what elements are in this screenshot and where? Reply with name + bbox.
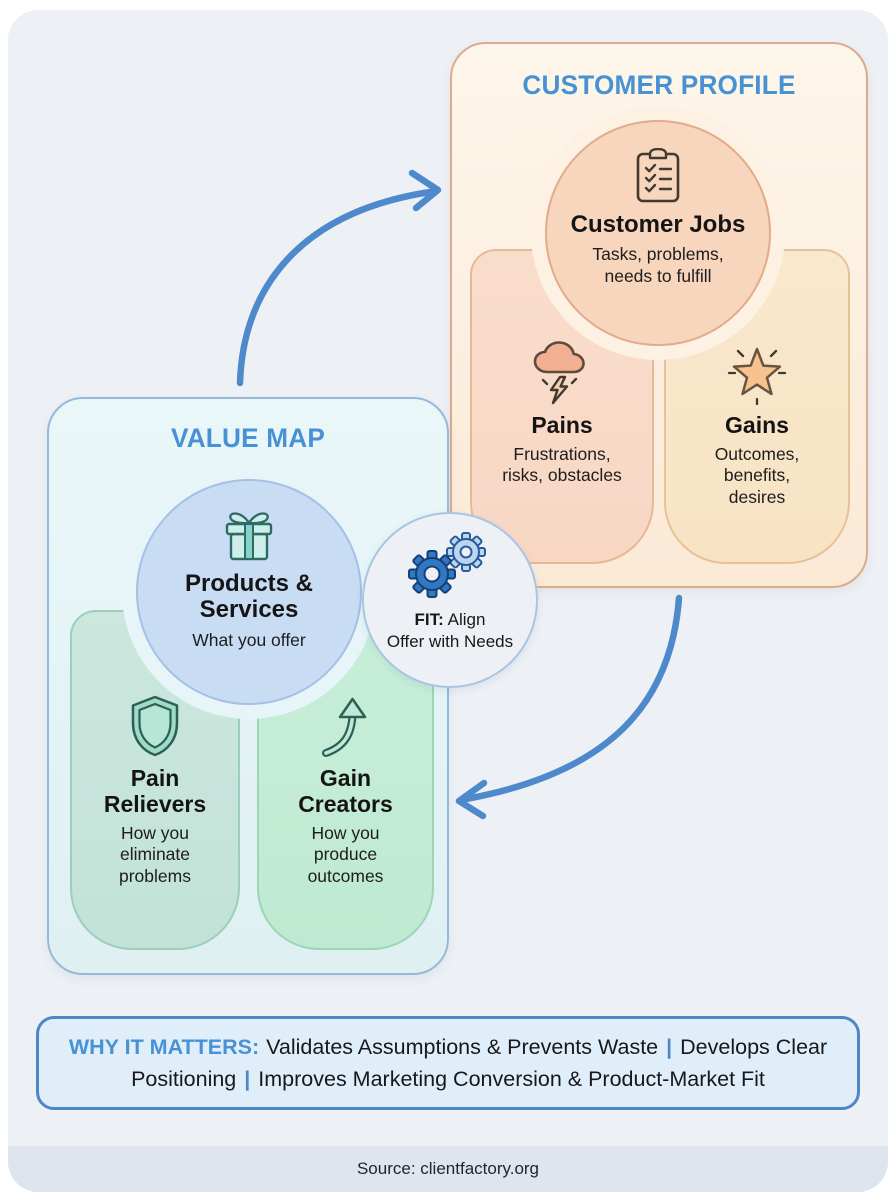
gains-desc: Outcomes, benefits, desires (714, 443, 800, 508)
why-lead: WHY IT MATTERS: (68, 1034, 260, 1059)
separator-pipe: | (244, 1067, 251, 1091)
fit-label: FIT: Align Offer with Needs (386, 610, 514, 651)
customer-jobs-title: Customer Jobs (570, 211, 746, 238)
gears-icon (402, 530, 498, 607)
customer-profile-card: CUSTOMER PROFILE Pains Frustrations, ris… (450, 42, 868, 588)
pains-desc: Frustrations, risks, obstacles (502, 443, 622, 486)
source-text: Source: clientfactory.org (356, 1159, 540, 1178)
customer-profile-title: CUSTOMER PROFILE (522, 70, 796, 100)
products-services-title: Products & Services (184, 570, 313, 624)
pain-relievers-desc: How you eliminate problems (119, 822, 191, 886)
gain-creators-title: Gain Creators (298, 765, 393, 817)
gift-icon (220, 507, 278, 563)
gains-title: Gains (725, 412, 789, 438)
customer-jobs-circle: Customer Jobs Tasks, problems, needs to … (545, 120, 771, 346)
storm-cloud-icon (530, 341, 594, 405)
why-it-matters-box: WHY IT MATTERS:Validates Assumptions & P… (36, 1016, 860, 1110)
pains-title: Pains (531, 412, 593, 438)
separator-pipe: | (666, 1034, 673, 1059)
products-services-circle: Products & Services What you offer (136, 479, 362, 705)
fit-circle: FIT: Align Offer with Needs (362, 512, 538, 688)
pain-relievers-title: Pain Relievers (103, 765, 207, 817)
why-it-matters-text: WHY IT MATTERS:Validates Assumptions & P… (68, 1034, 828, 1091)
curved-up-arrow-icon (318, 694, 374, 758)
shield-icon (125, 694, 185, 758)
value-map-card: VALUE MAP Pain Relievers How you elimina… (47, 397, 449, 975)
clipboard-checklist-icon (635, 147, 681, 204)
gain-creators-desc: How you produce outcomes (307, 822, 384, 886)
star-icon (724, 341, 790, 405)
products-services-desc: What you offer (192, 629, 306, 650)
value-map-title: VALUE MAP (170, 423, 326, 453)
source-band: Source: clientfactory.org (8, 1146, 888, 1192)
customer-jobs-desc: Tasks, problems, needs to fulfill (592, 244, 724, 286)
